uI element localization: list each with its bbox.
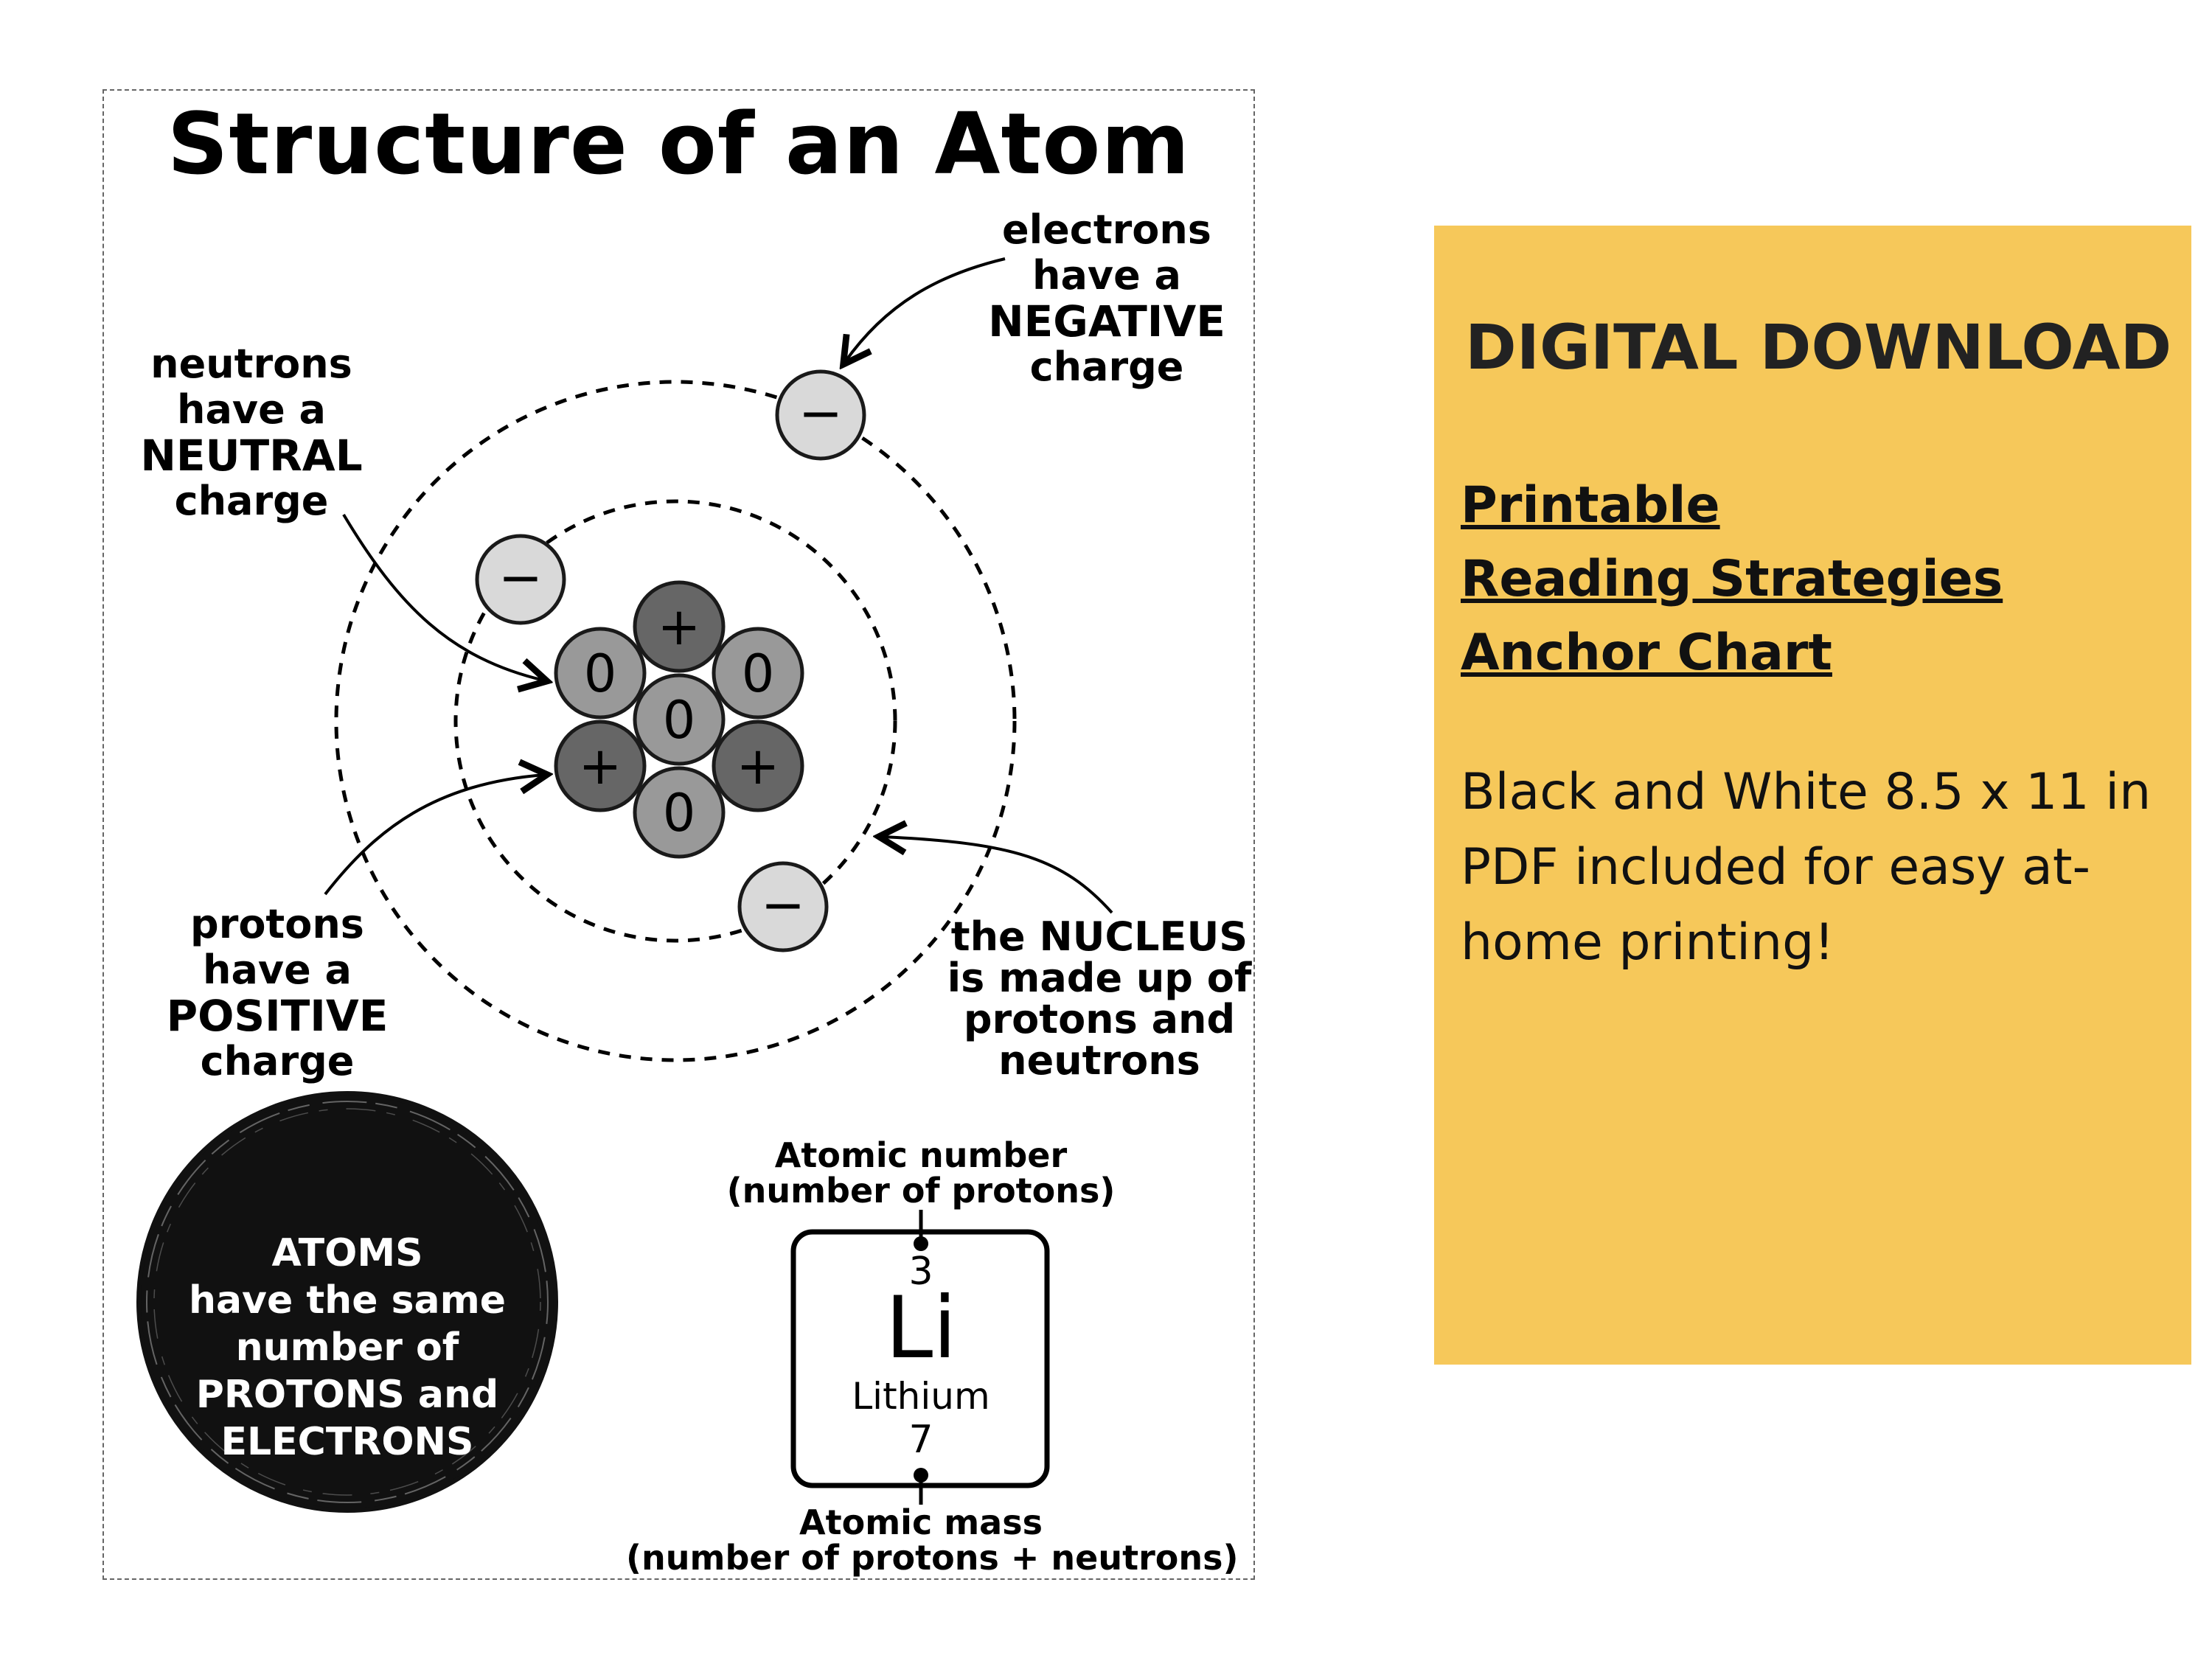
svg-text:0: 0 [742,644,775,704]
svg-text:−: − [799,382,843,444]
link-reading-strategies[interactable]: Reading Strategies [1461,550,2003,608]
proton: + [554,720,647,812]
electron: − [737,861,829,952]
electron: − [775,369,866,461]
element-mass: 7 [908,1418,933,1462]
promo-links: Printable Reading Strategies Anchor Char… [1461,469,2003,690]
electron-label: electrons have a NEGATIVE charge [988,206,1225,390]
neutron: 0 [633,766,726,859]
poster-title: Structure of an Atom [167,95,1191,194]
svg-text:+: + [658,596,701,657]
digital-download-panel: DIGITAL DOWNLOAD Printable Reading Strat… [1434,226,2191,1365]
svg-text:0: 0 [584,644,617,704]
atomic-mass-label: Atomic mass (number of protons + neutron… [626,1502,1239,1578]
link-printable[interactable]: Printable [1461,476,1720,534]
proton: + [633,580,726,673]
proton-label: protons have a POSITIVE charge [166,901,389,1084]
nucleus-label: the NUCLEUS is made up of protons and ne… [947,913,1252,1084]
svg-text:0: 0 [663,690,696,750]
svg-text:−: − [498,546,543,608]
neutron: 0 [554,627,647,720]
element-number: 3 [908,1250,933,1294]
element-tile [790,1210,1050,1505]
nucleus-arrow [882,837,1113,914]
atomic-number-label: Atomic number (number of protons) [726,1135,1116,1211]
electron: − [475,534,566,625]
svg-text:+: + [579,736,622,796]
link-anchor-chart[interactable]: Anchor Chart [1461,624,1832,682]
element-name: Lithium [852,1375,990,1418]
nucleus: + 0 0 0 + + 0 [554,580,804,859]
atom-diagram: + 0 0 0 + + 0 [136,257,1113,1513]
neutron-arrow [342,513,544,680]
promo-heading: DIGITAL DOWNLOAD [1465,311,2172,383]
svg-text:+: + [737,736,780,796]
electron-arrow [845,257,1006,362]
anchor-chart-poster: Structure of an Atom + 0 [102,89,1255,1580]
promo-description: Black and White 8.5 x 11 in PDF included… [1461,763,2152,972]
neutron: 0 [633,673,726,766]
element-symbol: Li [885,1278,957,1378]
neutron: 0 [712,627,804,720]
proton-arrow [324,775,544,896]
svg-text:−: − [761,874,805,936]
atoms-note-badge [136,1091,558,1513]
neutron-label: neutrons have a NEUTRAL charge [140,341,363,524]
inner-orbit [453,499,897,943]
outer-orbit [334,380,1017,1062]
svg-text:0: 0 [663,783,696,843]
proton: + [712,720,804,812]
atoms-note: ATOMS have the same number of PROTONS an… [188,1231,507,1464]
